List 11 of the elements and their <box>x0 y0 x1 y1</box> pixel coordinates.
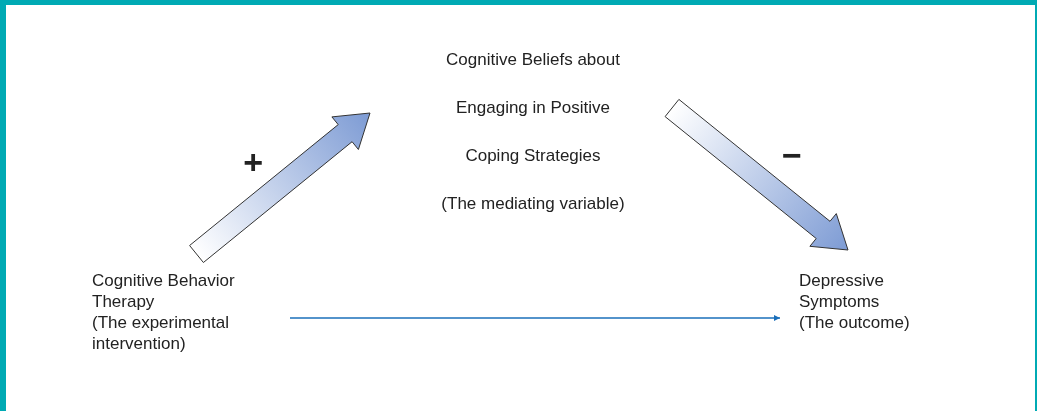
node-title: Cognitive Beliefs about Engaging in Positive Coping Strategies <box>445 49 621 167</box>
node-title: Cognitive Behavior Therapy <box>92 270 236 312</box>
block-arrow <box>189 112 371 263</box>
node-subtitle: (The mediating variable) <box>440 193 626 215</box>
arrow <box>289 315 781 321</box>
edge-label: + <box>243 144 264 179</box>
node-subtitle: (The experimental intervention) <box>92 312 230 354</box>
block-arrow <box>664 98 849 251</box>
node-subtitle: (The outcome) <box>799 312 911 333</box>
node-title: Depressive Symptoms <box>799 270 886 312</box>
edge-label: − <box>782 138 802 172</box>
